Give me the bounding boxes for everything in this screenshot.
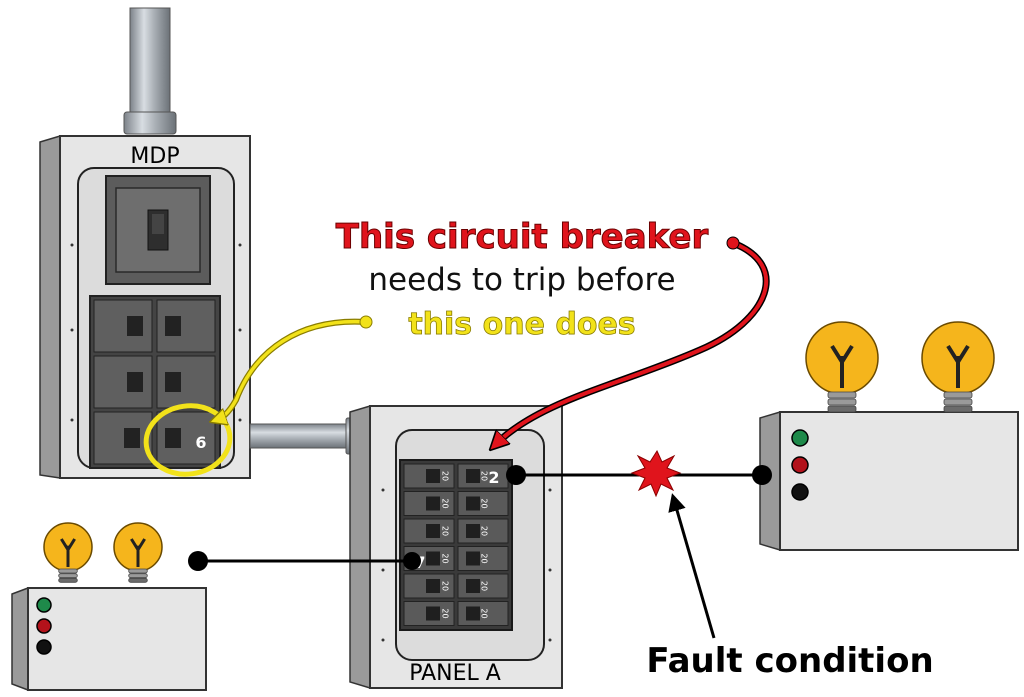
callout-line-2: needs to trip before [368, 262, 675, 298]
indicator-light-icon [36, 597, 52, 613]
mdp-breaker-6-label: 6 [195, 433, 206, 452]
breaker-rating: 20 [480, 498, 489, 508]
bulb-icon [921, 321, 995, 413]
breaker-rating: 20 [480, 471, 489, 481]
indicator-light-icon [36, 639, 52, 655]
bulb-icon [805, 321, 879, 413]
indicator-light-icon [791, 429, 809, 447]
panel-a-label: PANEL A [409, 661, 501, 686]
breaker-rating: 20 [480, 553, 489, 563]
panel-breaker [403, 491, 455, 516]
breaker-rating: 20 [441, 471, 450, 481]
breaker-handle [426, 551, 440, 566]
mdp-breaker-6-highlight [143, 403, 233, 477]
breaker-rating: 20 [480, 581, 489, 591]
breaker-rating: 20 [441, 553, 450, 563]
breaker-rating: 20 [441, 498, 450, 508]
breaker-handle [466, 551, 480, 566]
mdp-branch-breakers [89, 295, 221, 469]
breaker-handle [426, 579, 440, 593]
breaker-handle [466, 606, 480, 621]
breaker-rating: 20 [441, 608, 450, 618]
callout-line-3: this one does [408, 307, 635, 342]
mdp-main-breaker [105, 175, 211, 285]
fault-label: Fault condition [646, 641, 933, 681]
indicator-light-icon [791, 483, 809, 501]
breaker-handle [466, 496, 480, 511]
indicator-light-icon [36, 618, 52, 634]
bulb-icon [43, 522, 93, 583]
left-load-equipment [11, 586, 207, 692]
panel-a-breakers: 20 20 20 20 20 20 20 20 20 20 20 20 [403, 463, 509, 626]
bulbs [43, 321, 995, 583]
breaker-handle [466, 469, 480, 483]
breaker-handle [426, 469, 440, 483]
fault-arrow [668, 493, 716, 639]
breaker-rating: 20 [480, 526, 489, 536]
panel-breaker-2-label: 2 [488, 468, 499, 487]
right-load-equipment [759, 410, 1019, 552]
breaker-handle [426, 606, 440, 621]
bulb-icon [113, 522, 163, 583]
feeder-conduit [249, 417, 363, 455]
conduit-icon [129, 7, 171, 124]
callout-line-1: This circuit breaker [336, 217, 709, 257]
breaker-rating: 20 [441, 526, 450, 536]
breaker-handle [426, 496, 440, 511]
breaker-handle [466, 579, 480, 593]
breaker-rating: 20 [480, 608, 489, 618]
mdp-label: MDP [130, 144, 179, 169]
breaker-handle [466, 524, 480, 538]
breaker-handle [426, 524, 440, 538]
mdp-panel: MDP 6 [39, 7, 251, 479]
indicator-light-icon [791, 456, 809, 474]
fault-spark-icon [630, 449, 682, 498]
breaker-rating: 20 [441, 581, 450, 591]
